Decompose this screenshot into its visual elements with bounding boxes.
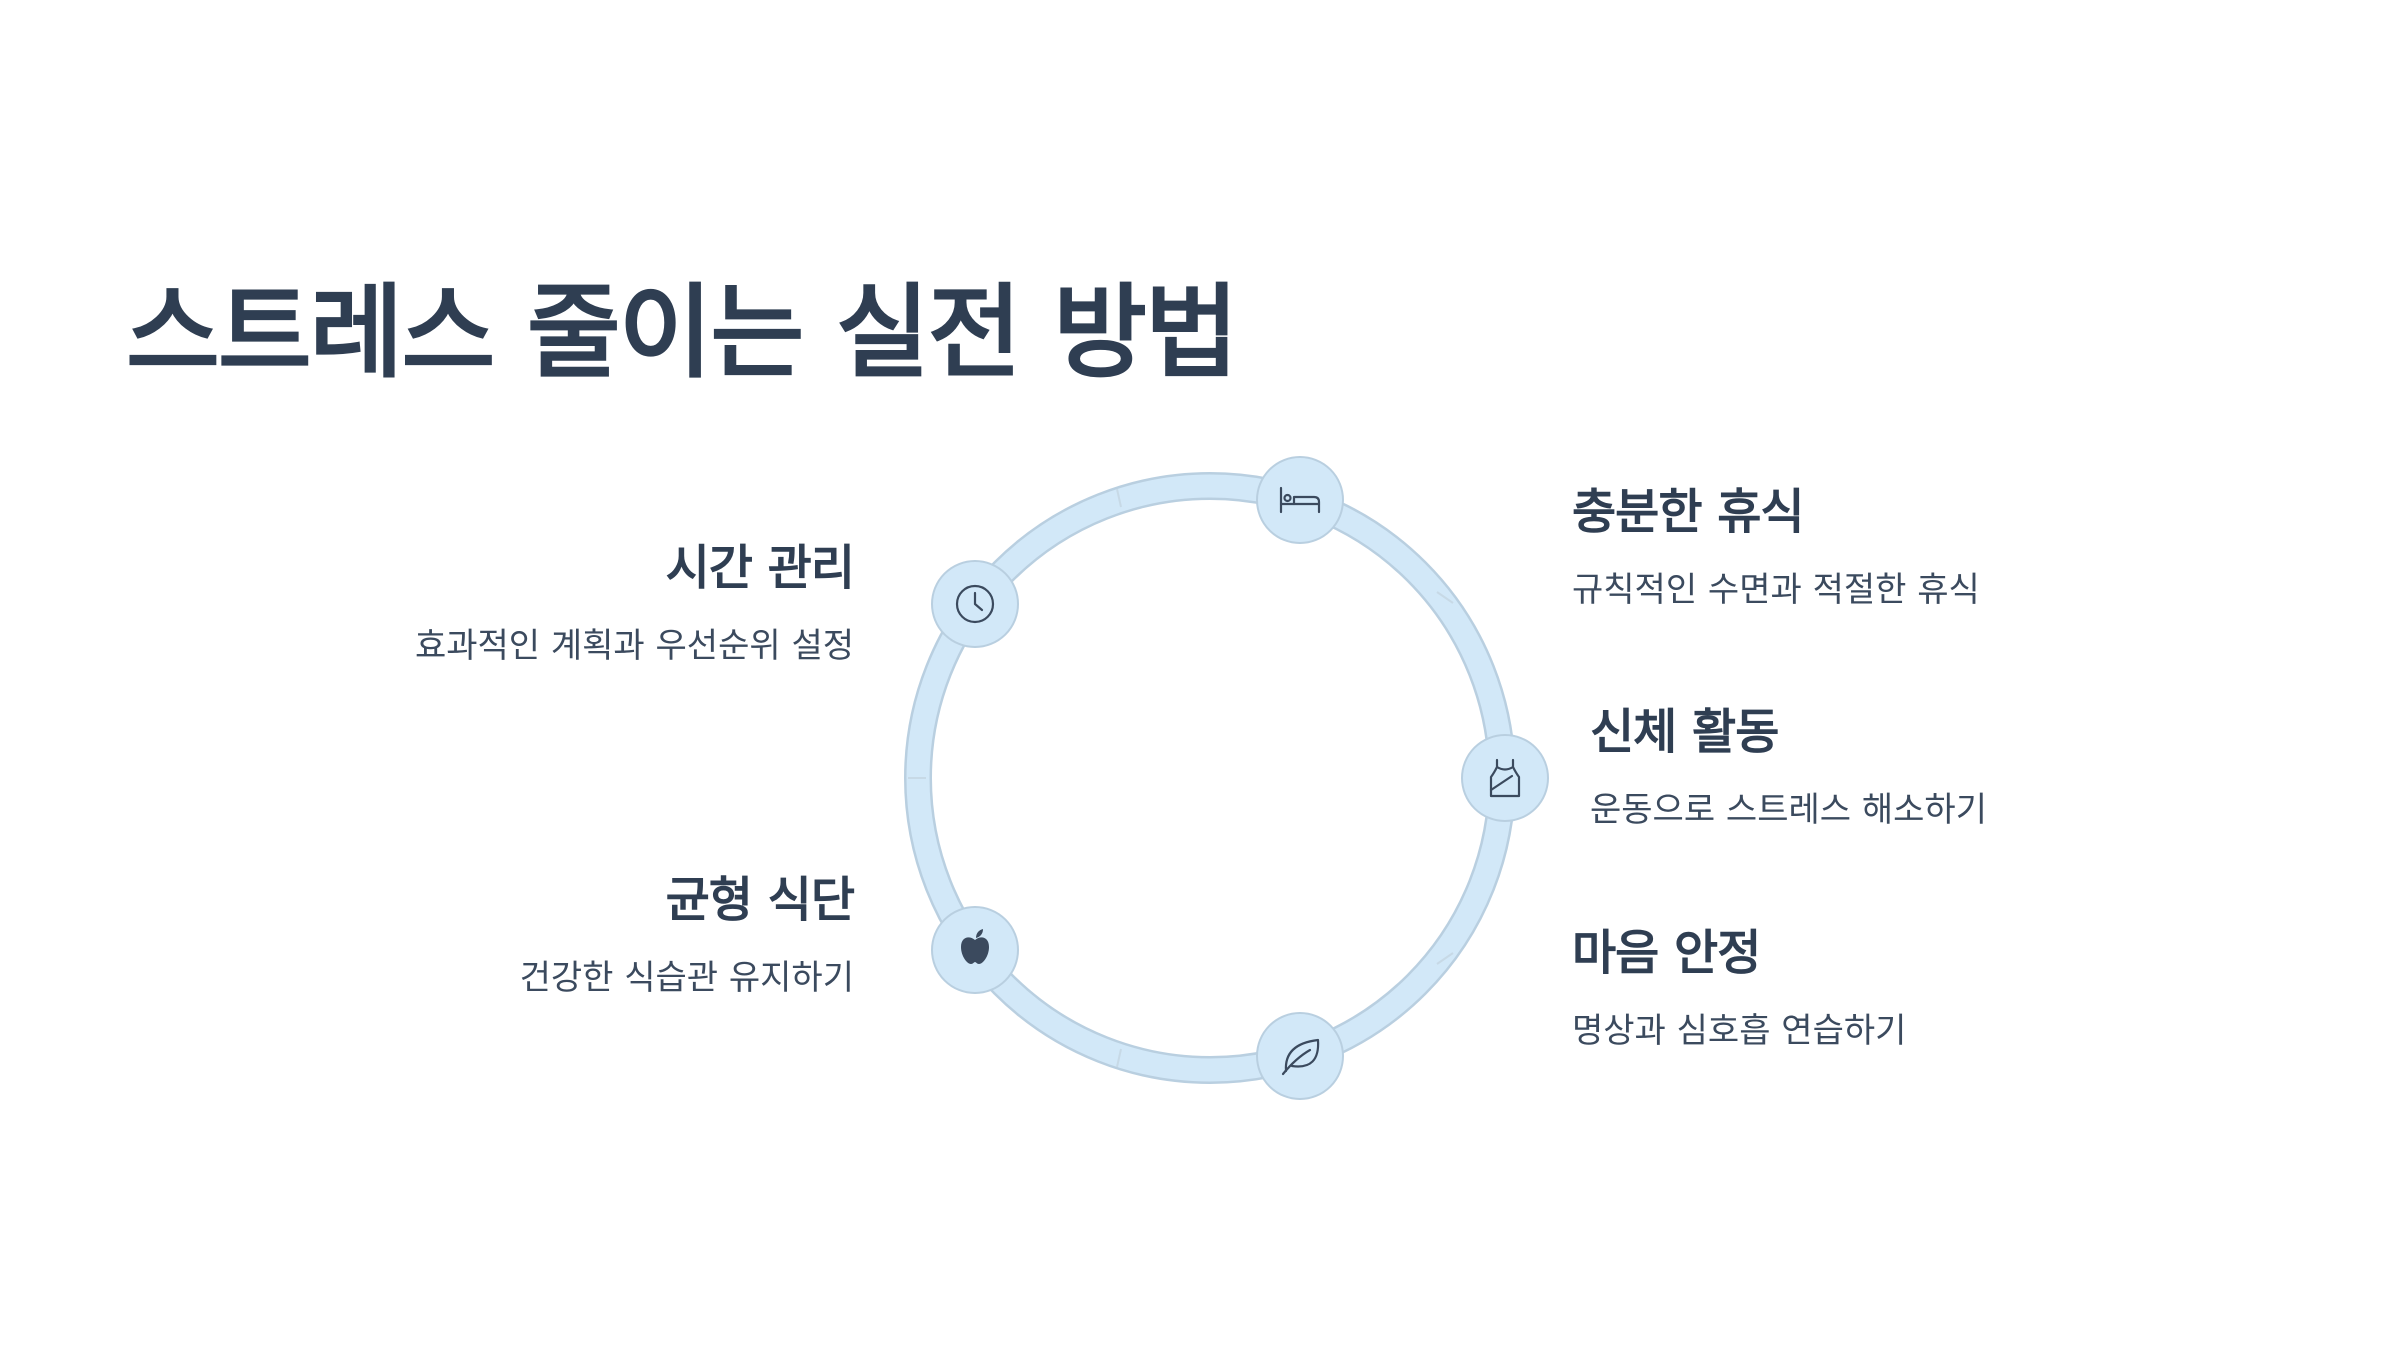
apple-icon [961,929,989,964]
item-rest-heading: 충분한 휴식 [1572,484,1805,540]
item-mind-description: 명상과 심호흡 연습하기 [1572,1010,1907,1051]
node-time [931,560,1019,648]
item-time-description: 효과적인 계획과 우선순위 설정 [414,625,854,666]
node-rest [1256,456,1344,544]
leaf-icon [1281,1038,1320,1076]
node-diet [931,906,1019,994]
item-time-heading: 시간 관리 [665,540,855,596]
item-diet: 균형 식단 건강한 식습관 유지하기 [294,872,855,998]
bed-icon [1279,486,1321,514]
item-diet-description: 건강한 식습관 유지하기 [519,957,854,998]
item-diet-heading: 균형 식단 [665,872,855,928]
item-rest-description: 규칙적인 수면과 적절한 휴식 [1572,569,1980,610]
item-exercise: 신체 활동 운동으로 스트레스 해소하기 [1590,704,2150,830]
clock-icon [955,584,995,624]
item-rest: 충분한 휴식 규칙적인 수면과 적절한 휴식 [1572,484,2132,610]
page-title: 스트레스 줄이는 실전 방법 [126,274,1239,393]
node-mind [1256,1012,1344,1100]
item-exercise-description: 운동으로 스트레스 해소하기 [1590,789,1987,830]
item-mind: 마음 안정 명상과 심호흡 연습하기 [1572,925,2132,1051]
item-exercise-heading: 신체 활동 [1590,704,1779,760]
item-mind-heading: 마음 안정 [1572,925,1761,981]
item-time: 시간 관리 효과적인 계획과 우선순위 설정 [294,540,855,666]
node-exercise [1461,734,1549,822]
tank-top-icon [1489,758,1521,798]
